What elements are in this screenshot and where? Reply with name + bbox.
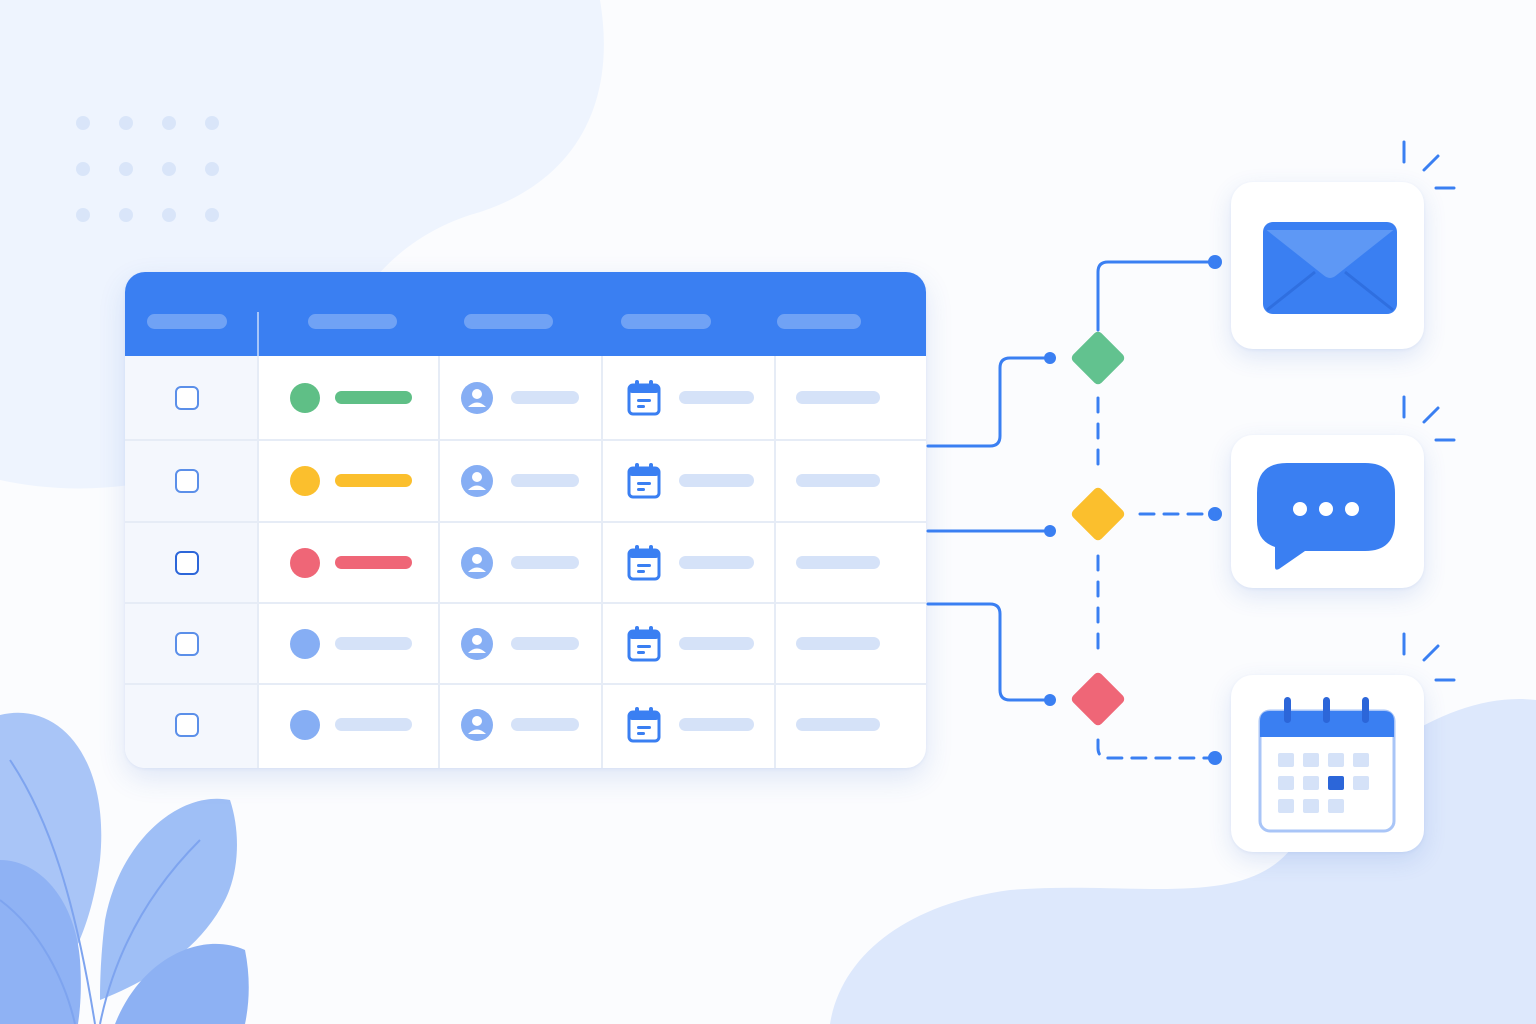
date-placeholder (679, 474, 754, 487)
status-dot (290, 383, 320, 413)
data-table (125, 272, 926, 768)
calendar-icon (627, 463, 661, 499)
status-label-placeholder (335, 391, 412, 404)
header-column-4[interactable] (621, 314, 711, 329)
header-column-2[interactable] (308, 314, 397, 329)
user-avatar-icon (461, 709, 493, 741)
table-row[interactable] (125, 685, 926, 765)
row-checkbox[interactable] (175, 386, 199, 410)
status-dot (290, 629, 320, 659)
assignee-placeholder (511, 556, 579, 569)
row-checkbox[interactable] (175, 469, 199, 493)
status-label-placeholder (335, 556, 412, 569)
calendar-icon (627, 545, 661, 581)
value-placeholder (796, 391, 880, 404)
date-placeholder (679, 637, 754, 650)
column-divider (257, 356, 259, 768)
table-header (125, 272, 926, 356)
table-row[interactable] (125, 604, 926, 684)
assignee-placeholder (511, 637, 579, 650)
status-label-placeholder (335, 474, 412, 487)
date-placeholder (679, 718, 754, 731)
row-divider (125, 439, 926, 441)
value-placeholder (796, 556, 880, 569)
value-placeholder (796, 474, 880, 487)
assignee-placeholder (511, 391, 579, 404)
table-row[interactable] (125, 358, 926, 438)
assignee-placeholder (511, 718, 579, 731)
date-placeholder (679, 391, 754, 404)
value-placeholder (796, 637, 880, 650)
table-row[interactable] (125, 523, 926, 603)
calendar-icon (627, 707, 661, 743)
table-row[interactable] (125, 441, 926, 521)
column-divider (601, 356, 603, 768)
assignee-placeholder (511, 474, 579, 487)
header-divider (257, 312, 259, 356)
status-label-placeholder (335, 718, 412, 731)
row-divider (125, 521, 926, 523)
envelope-icon (1263, 222, 1397, 314)
calendar-action-card[interactable] (1231, 675, 1424, 852)
header-column-3[interactable] (464, 314, 553, 329)
user-avatar-icon (461, 547, 493, 579)
chat-action-card[interactable] (1231, 435, 1424, 588)
status-dot (290, 710, 320, 740)
user-avatar-icon (461, 465, 493, 497)
chat-bubble-icon (1257, 463, 1395, 570)
header-column-1[interactable] (147, 314, 227, 329)
row-checkbox[interactable] (175, 713, 199, 737)
row-divider (125, 683, 926, 685)
header-column-5[interactable] (777, 314, 861, 329)
calendar-icon (1258, 697, 1396, 833)
column-divider (438, 356, 440, 768)
user-avatar-icon (461, 382, 493, 414)
status-dot (290, 548, 320, 578)
email-action-card[interactable] (1231, 182, 1424, 349)
user-avatar-icon (461, 628, 493, 660)
calendar-icon (627, 626, 661, 662)
column-divider (774, 356, 776, 768)
row-checkbox[interactable] (175, 632, 199, 656)
calendar-icon (627, 380, 661, 416)
status-dot (290, 466, 320, 496)
row-checkbox[interactable] (175, 551, 199, 575)
row-divider (125, 602, 926, 604)
status-label-placeholder (335, 637, 412, 650)
date-placeholder (679, 556, 754, 569)
value-placeholder (796, 718, 880, 731)
